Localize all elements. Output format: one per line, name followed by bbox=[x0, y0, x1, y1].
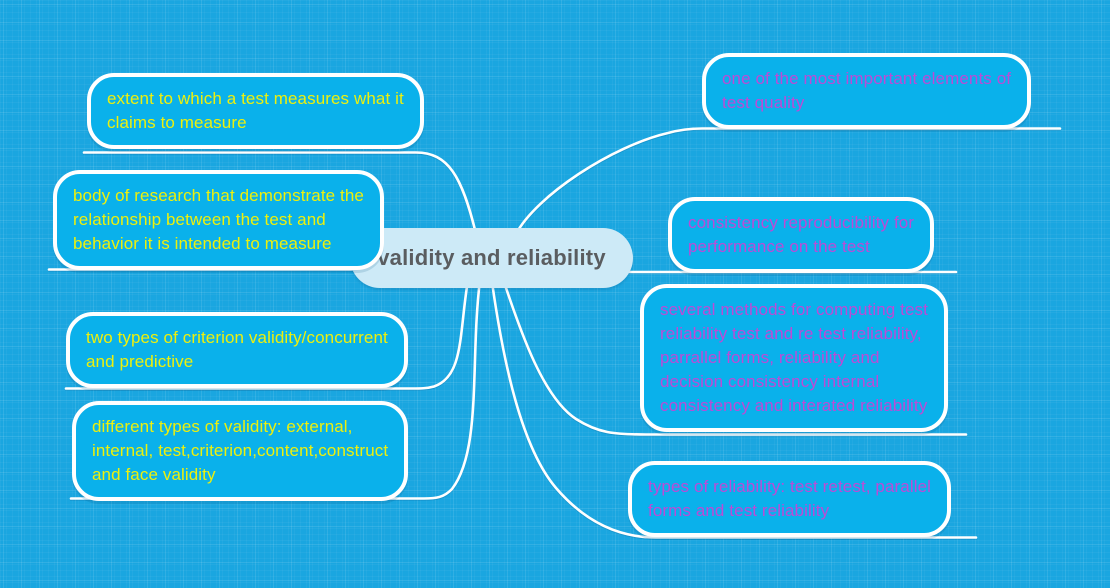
center-node-label: validity and reliability bbox=[377, 245, 606, 270]
node-text: consistency reproducibility for performa… bbox=[688, 213, 915, 256]
connector-branch-different-types bbox=[69, 278, 482, 500]
node-most-important-element[interactable]: one of the most important elements of te… bbox=[702, 53, 1032, 129]
node-several-methods-computing-reliability[interactable]: several methods for computing test relia… bbox=[640, 284, 948, 432]
connector-branch-extent bbox=[82, 151, 478, 236]
node-text: two types of criterion validity/concurre… bbox=[86, 328, 388, 371]
node-body-of-research[interactable]: body of research that demonstrate the re… bbox=[53, 170, 384, 270]
center-node-validity-and-reliability[interactable]: validity and reliability bbox=[350, 228, 633, 288]
node-extent-measures[interactable]: extent to which a test measures what it … bbox=[87, 73, 424, 149]
connector-branch-several-methods bbox=[502, 280, 968, 436]
node-text: extent to which a test measures what it … bbox=[107, 89, 404, 132]
node-consistency-reproducibility[interactable]: consistency reproducibility for performa… bbox=[668, 197, 935, 273]
node-text: several methods for computing test relia… bbox=[660, 300, 928, 415]
node-types-of-reliability[interactable]: types of reliability: test retest, paral… bbox=[628, 461, 952, 537]
node-text: body of research that demonstrate the re… bbox=[73, 186, 364, 253]
node-text: one of the most important elements of te… bbox=[722, 69, 1012, 112]
node-text: types of reliability: test retest, paral… bbox=[648, 477, 932, 520]
connector-branch-two-types bbox=[64, 278, 470, 390]
node-two-types-criterion-validity[interactable]: two types of criterion validity/concurre… bbox=[66, 312, 408, 388]
node-different-types-of-validity[interactable]: different types of validity: external, i… bbox=[72, 401, 409, 501]
connector-branch-types-of-reliability bbox=[490, 280, 978, 539]
node-text: different types of validity: external, i… bbox=[92, 417, 389, 484]
connector-branch-one-of-most-important bbox=[514, 127, 1062, 236]
